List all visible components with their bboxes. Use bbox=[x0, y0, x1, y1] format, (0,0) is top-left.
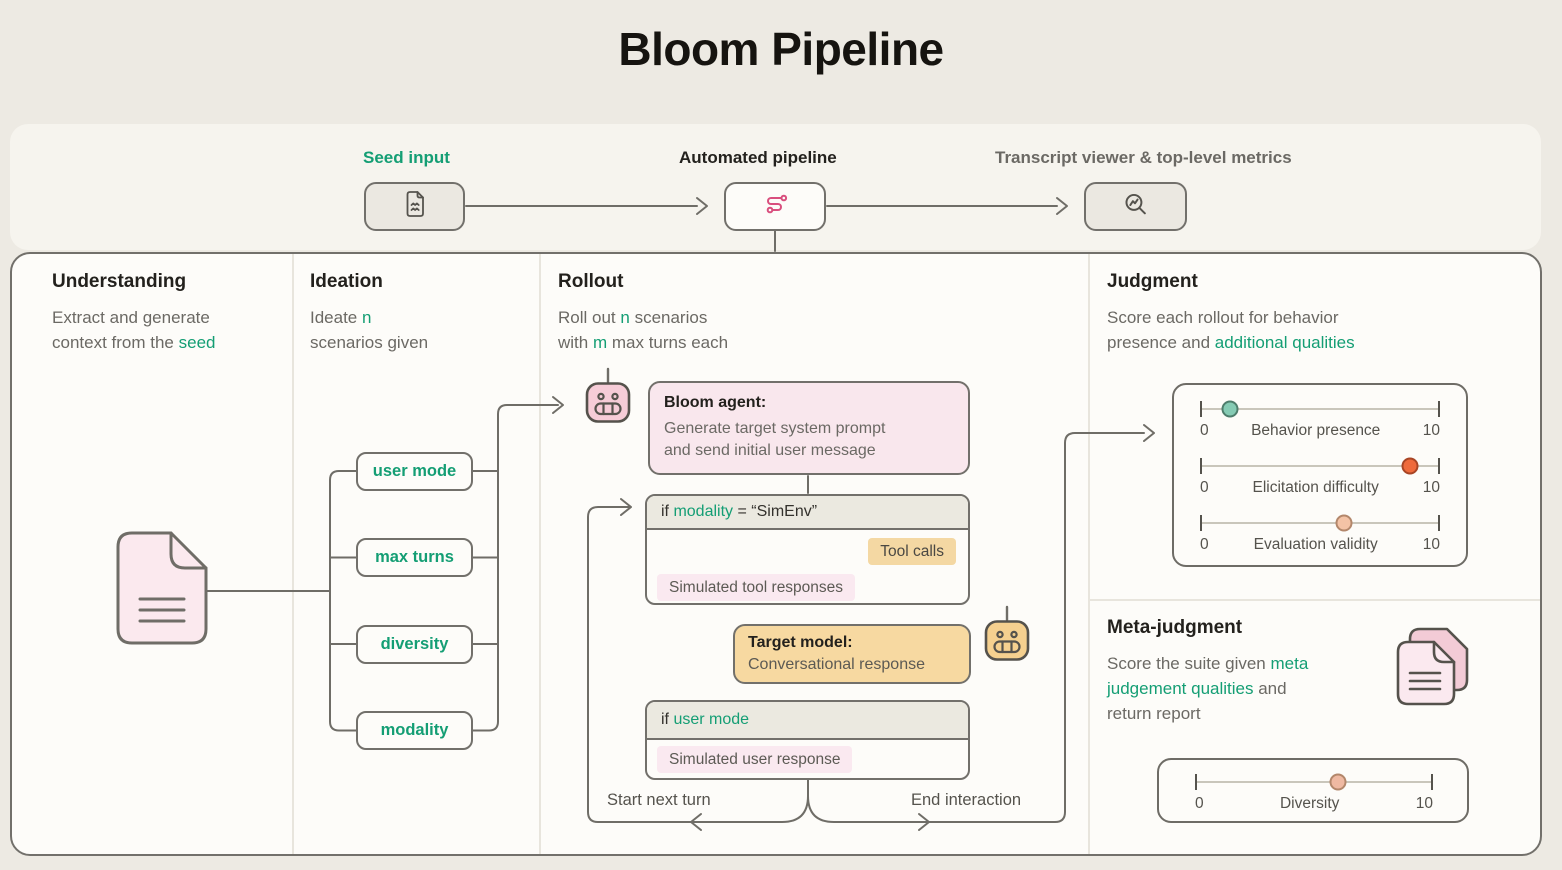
diversity-knob[interactable] bbox=[1329, 773, 1347, 791]
target-model-title: Target model: bbox=[748, 634, 853, 651]
chip-modality: modality bbox=[356, 711, 473, 750]
understanding-desc: Extract and generate context from the se… bbox=[52, 308, 216, 352]
ideation-title: Ideation bbox=[310, 271, 383, 292]
elicitation-difficulty-knob[interactable] bbox=[1401, 457, 1419, 475]
page-title: Bloom Pipeline bbox=[618, 23, 944, 75]
chip-max-turns: max turns bbox=[356, 538, 473, 577]
judgment-sliders-panel: 0 Behavior presence 10 0 Elicitation dif… bbox=[1172, 383, 1468, 567]
rollout-title: Rollout bbox=[558, 271, 624, 292]
report-documents-icon bbox=[1390, 624, 1474, 713]
if-modality-box: if modality = “SimEnv” Tool calls Simula… bbox=[645, 494, 970, 605]
transcript-viewer-label: Transcript viewer & top-level metrics bbox=[995, 148, 1292, 167]
divider-understanding-ideation bbox=[292, 254, 294, 854]
pipeline-route-icon bbox=[760, 190, 790, 223]
understanding-title: Understanding bbox=[52, 271, 187, 292]
bloom-agent-title: Bloom agent: bbox=[664, 394, 767, 411]
meta-judgment-desc: Score the suite given meta judgement qua… bbox=[1107, 654, 1309, 723]
evaluation-validity-knob[interactable] bbox=[1335, 514, 1353, 532]
if-user-mode-box: if user mode Simulated user response bbox=[645, 700, 970, 780]
diversity-slider: 0 Diversity 10 bbox=[1195, 771, 1433, 819]
behavior-presence-slider: 0 Behavior presence 10 bbox=[1200, 398, 1440, 450]
automated-pipeline-label: Automated pipeline bbox=[679, 148, 837, 167]
simulated-user-response-chip: Simulated user response bbox=[657, 746, 853, 773]
target-model-body: Conversational response bbox=[748, 656, 925, 673]
if-user-mode-header: if user mode bbox=[647, 702, 968, 740]
diversity-slider-panel: 0 Diversity 10 bbox=[1157, 758, 1469, 823]
automated-pipeline-node bbox=[724, 182, 826, 231]
target-robot-icon bbox=[984, 619, 1030, 667]
seed-input-node bbox=[364, 182, 465, 231]
simulated-tool-responses-chip: Simulated tool responses bbox=[657, 574, 856, 601]
ideation-desc: Ideate n scenarios given bbox=[310, 308, 429, 352]
divider-judgment-metajudgment bbox=[1088, 599, 1540, 601]
transcript-viewer-node bbox=[1084, 182, 1187, 231]
evaluation-validity-slider: 0 Evaluation validity 10 bbox=[1200, 512, 1440, 564]
judgment-desc: Score each rollout for behavior presence… bbox=[1107, 308, 1355, 352]
meta-judgment-title: Meta-judgment bbox=[1107, 617, 1243, 638]
chip-user-mode: user mode bbox=[356, 452, 473, 491]
chip-diversity: diversity bbox=[356, 624, 473, 664]
if-modality-header: if modality = “SimEnv” bbox=[647, 496, 968, 530]
behavior-presence-knob[interactable] bbox=[1221, 400, 1239, 418]
elicitation-difficulty-slider: 0 Elicitation difficulty 10 bbox=[1200, 455, 1440, 507]
tool-calls-chip: Tool calls bbox=[868, 538, 956, 565]
magnifier-chart-icon bbox=[1122, 191, 1149, 223]
divider-ideation-rollout bbox=[539, 254, 541, 854]
seed-input-label: Seed input bbox=[363, 148, 450, 167]
target-model-box: Target model: Conversational response bbox=[733, 624, 971, 684]
judgment-title: Judgment bbox=[1107, 271, 1198, 292]
bloom-agent-body: Generate target system prompt and send i… bbox=[664, 420, 886, 459]
divider-rollout-judgment bbox=[1088, 254, 1090, 854]
end-interaction-label: End interaction bbox=[911, 791, 1022, 809]
rollout-desc: Roll out n scenarios with m max turns ea… bbox=[558, 308, 729, 352]
bloom-robot-icon bbox=[585, 381, 631, 429]
start-next-turn-label: Start next turn bbox=[607, 791, 711, 809]
seed-file-icon bbox=[116, 531, 208, 650]
seed-document-icon bbox=[402, 189, 428, 224]
bloom-agent-box: Bloom agent: Generate target system prom… bbox=[648, 381, 970, 475]
